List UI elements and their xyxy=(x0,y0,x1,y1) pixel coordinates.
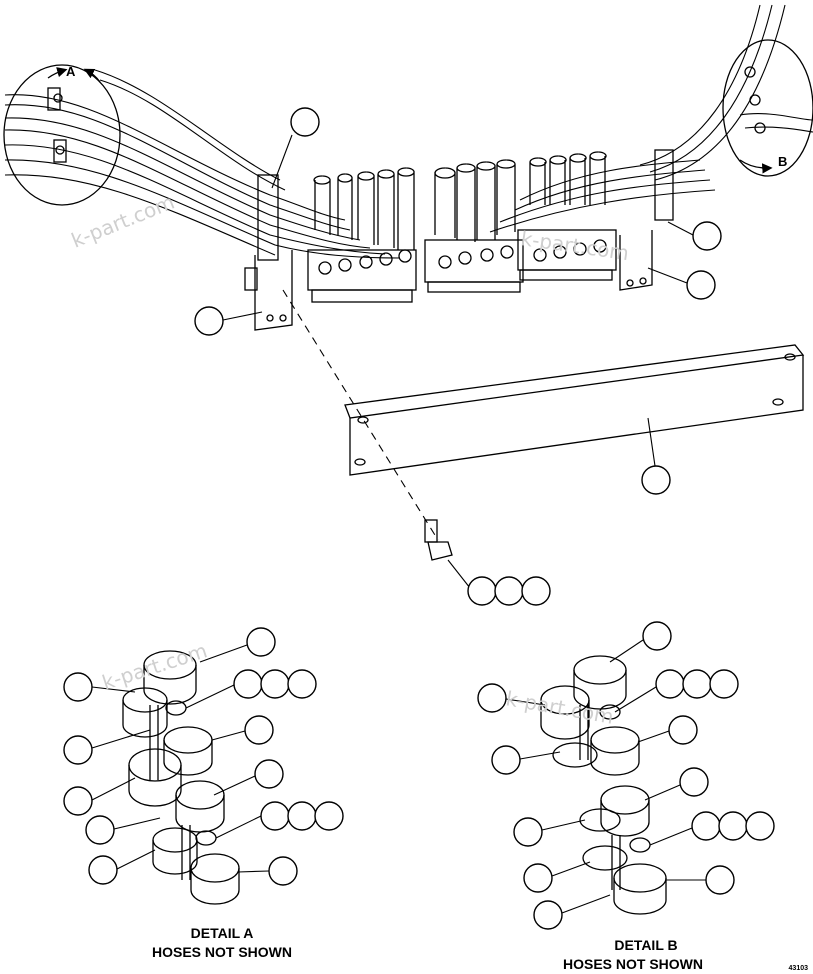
callout-bubble xyxy=(467,576,497,606)
callout-bubble xyxy=(88,855,118,885)
detail-a-drawing xyxy=(122,650,240,905)
detail-b-subcaption: HOSES NOT SHOWN xyxy=(563,956,703,972)
callout-bubble xyxy=(194,306,224,336)
callout-bubble xyxy=(745,811,775,841)
hose-bundle-right xyxy=(489,4,813,233)
callout-bubble xyxy=(287,801,317,831)
callout-bubble xyxy=(260,801,290,831)
callout-bubble xyxy=(686,270,716,300)
callout-bubble xyxy=(641,465,671,495)
callout-bubble xyxy=(718,811,748,841)
cover-plate xyxy=(344,344,805,476)
callout-bubble xyxy=(85,815,115,845)
fitting-and-dashed-line xyxy=(282,289,453,561)
callout-bubble xyxy=(287,669,317,699)
callout-bubble xyxy=(477,683,507,713)
detail-a-callouts xyxy=(63,627,344,886)
accumulator-cylinders xyxy=(313,151,607,250)
callout-bubble xyxy=(254,759,284,789)
callout-bubble xyxy=(682,669,712,699)
figure-number: 43103 xyxy=(789,965,809,972)
callout-bubble xyxy=(642,621,672,651)
callout-bubble xyxy=(314,801,344,831)
callout-bubble xyxy=(523,863,553,893)
callout-bubble xyxy=(494,576,524,606)
callout-bubble xyxy=(491,745,521,775)
callout-bubble xyxy=(521,576,551,606)
upper-callouts xyxy=(194,107,722,606)
callout-bubble xyxy=(705,865,735,895)
callout-bubble xyxy=(233,669,263,699)
detail-a-flag: A xyxy=(66,64,76,79)
callout-bubble xyxy=(533,900,563,930)
watermark: k-part.com xyxy=(99,638,210,694)
detail-a-circle: A xyxy=(3,64,121,206)
callout-bubble xyxy=(709,669,739,699)
callout-bubble xyxy=(668,715,698,745)
watermark: k-part.com xyxy=(68,190,178,253)
callout-bubble xyxy=(513,817,543,847)
detail-b-circle: B xyxy=(722,39,813,177)
callout-bubble xyxy=(246,627,276,657)
callout-bubble xyxy=(692,221,722,251)
detail-b-callouts xyxy=(477,621,775,930)
detail-b-flag: B xyxy=(778,154,787,169)
callout-bubble xyxy=(63,672,93,702)
callout-bubble xyxy=(63,735,93,765)
watermark: k-part.com xyxy=(504,686,615,729)
detail-b-drawing xyxy=(540,655,667,915)
callout-bubble xyxy=(260,669,290,699)
callout-bubble xyxy=(691,811,721,841)
callout-bubble xyxy=(655,669,685,699)
detail-a-subcaption: HOSES NOT SHOWN xyxy=(152,944,292,960)
callout-bubble xyxy=(679,767,709,797)
callout-bubble xyxy=(290,107,320,137)
detail-b-caption: DETAIL B xyxy=(614,937,677,953)
callout-bubble xyxy=(268,856,298,886)
hose-bundle-left xyxy=(4,69,401,259)
right-mounting-bracket xyxy=(619,149,674,291)
callout-bubble xyxy=(244,715,274,745)
detail-a-caption: DETAIL A xyxy=(191,925,254,941)
left-mounting-bracket xyxy=(244,174,293,331)
callout-bubble xyxy=(63,786,93,816)
valve-manifold-blocks xyxy=(307,229,617,303)
